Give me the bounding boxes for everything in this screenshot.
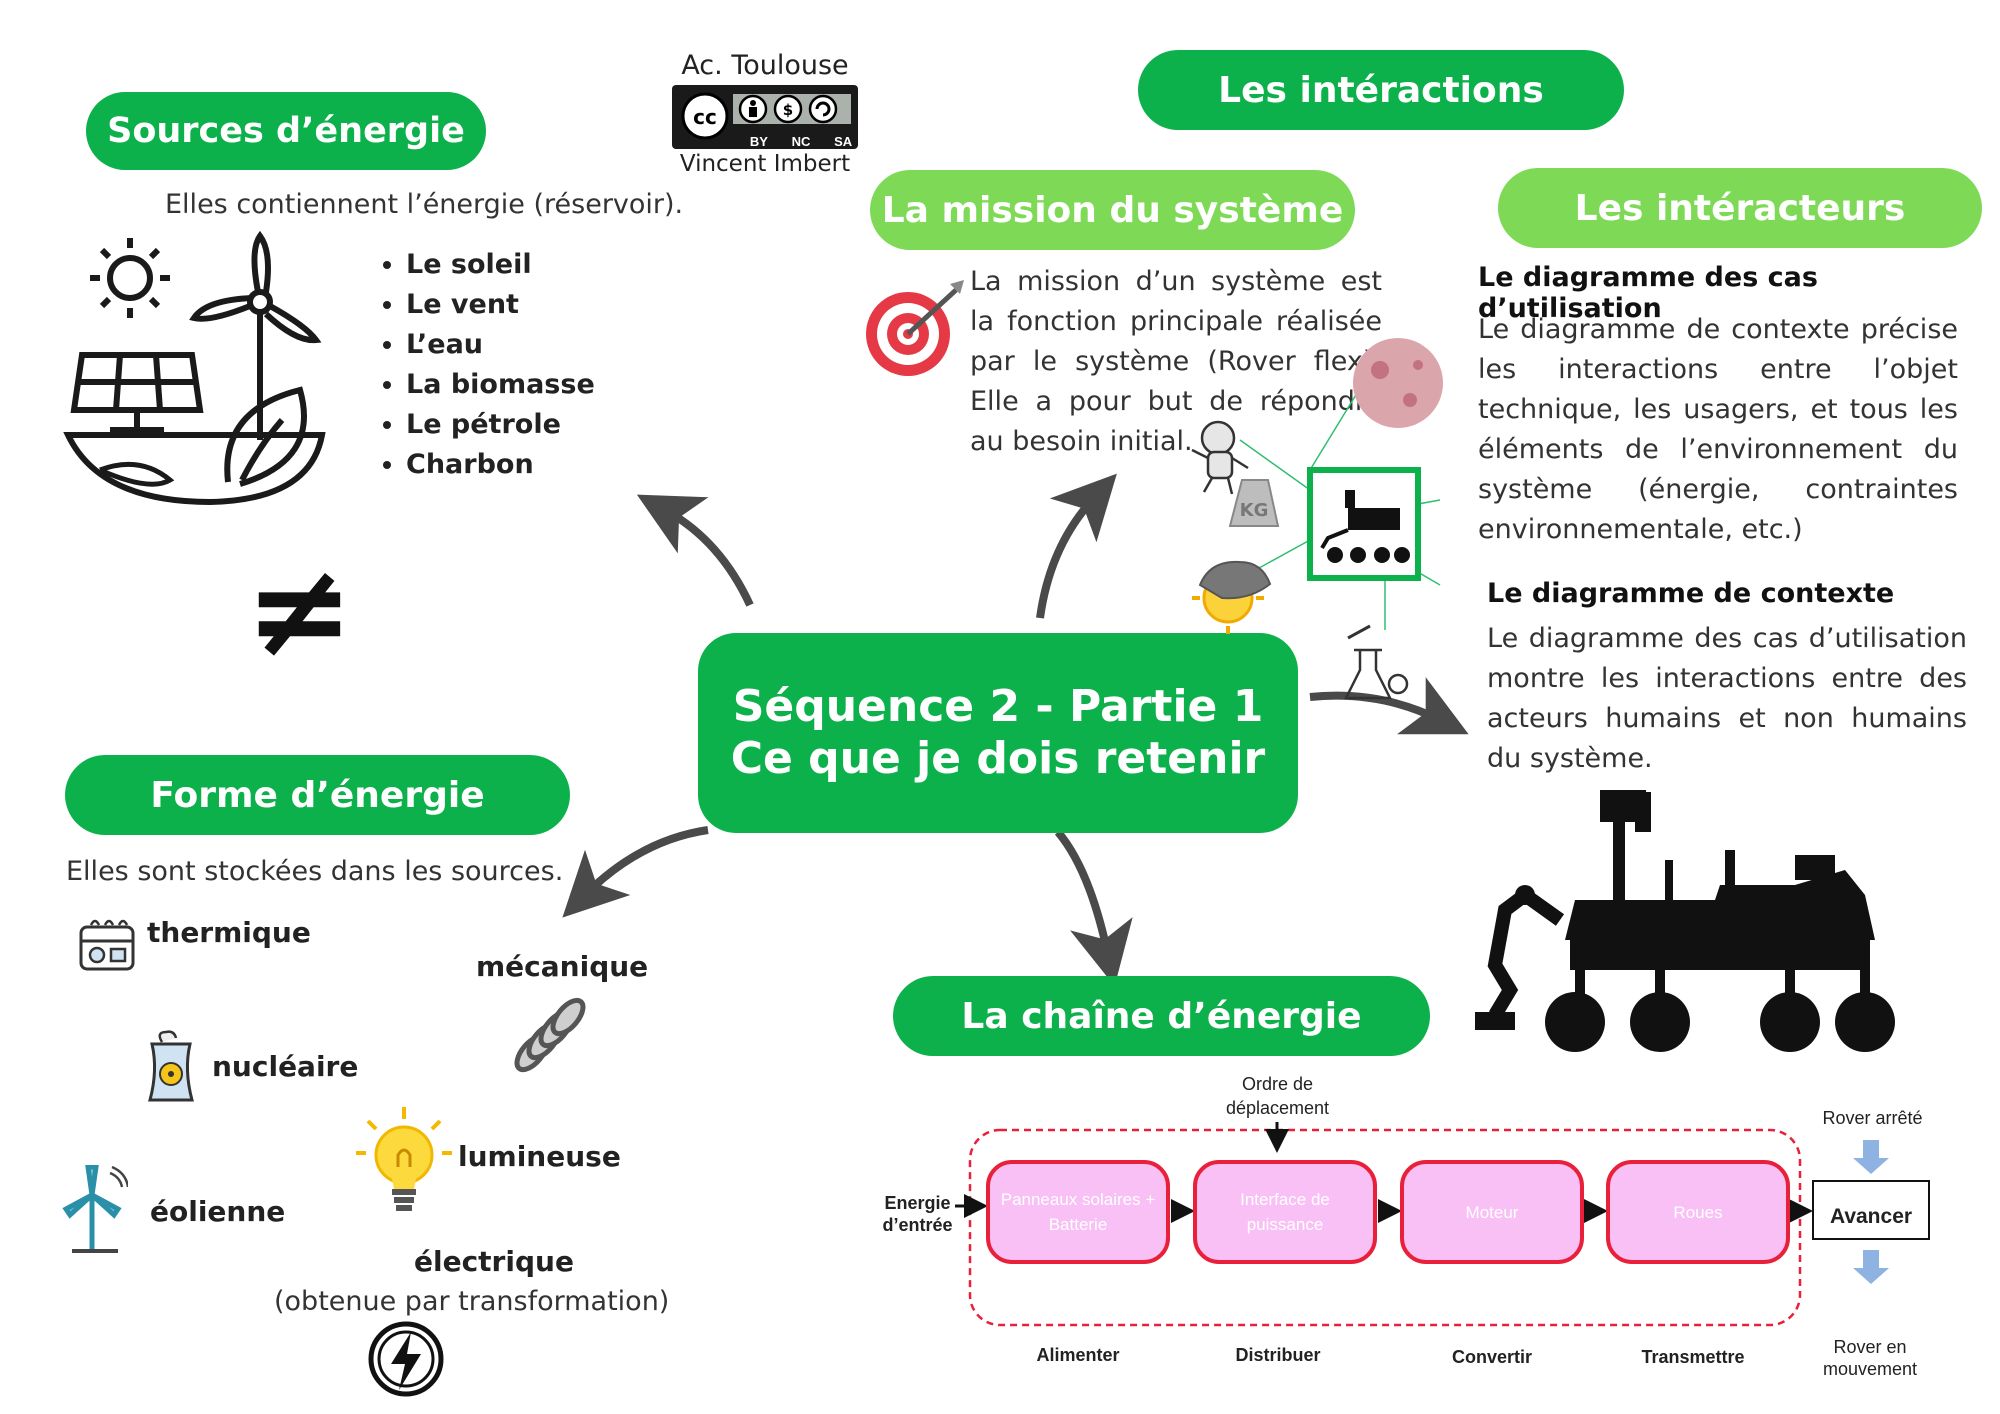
rock-icon [1198,560,1272,600]
form-electrique-note: (obtenue par transformation) [274,1286,670,1317]
source-item: L’eau [406,325,595,365]
sun-icon [90,238,170,318]
chain-function-transmettre: Transmettre [1641,1347,1745,1367]
credit-block: Ac. Toulouse cc $ BY NC SA Vincent Imber… [670,50,860,177]
arrow-to-forms [562,826,709,918]
lightning-icon [368,1321,444,1397]
source-item: Le vent [406,285,595,325]
turbine-icon [62,1165,128,1253]
interactors-heading1: Le diagramme des cas d’utilisation [1478,262,1818,324]
chain-order-label: Ordre de déplacement [1225,1074,1330,1118]
not-equal-sign: ≠ [245,534,354,686]
chain-box-convertir: Moteur [1400,1160,1584,1264]
forms-subtitle: Elles sont stockées dans les sources. [66,856,564,887]
wind-turbine-icon [189,230,322,440]
form-eolienne: éolienne [150,1195,286,1228]
center-title-line2: Ce que je dois retenir [730,733,1266,784]
renewable-energy-illustration [63,230,326,506]
forms-title: Forme d’énergie [65,755,570,835]
nuclear-plant-icon [148,1030,194,1102]
rover-silhouette-icon [1475,790,1895,1052]
chain-action-box: Avancer [1812,1180,1930,1240]
leaf-icon [224,386,307,487]
chain-box-alimenter: Panneaux solaires + Batterie [986,1160,1170,1264]
cc-license-icon: cc $ [676,89,854,145]
light-bulb-icon [356,1107,452,1211]
form-nucleaire: nucléaire [212,1050,359,1083]
chain-box-distribuer: Interface de puissance [1193,1160,1377,1264]
center-title-line1: Séquence 2 - Partie 1 [732,681,1264,732]
interactors-title: Les intéracteurs [1498,168,1982,248]
chain-input-label: Energie d’entrée [882,1193,953,1235]
source-item: La biomasse [406,365,595,405]
cc-parts: BY NC SA [678,134,864,149]
chain-state-after: Rover en mouvement [1822,1337,1918,1379]
interactors-text2: Le diagramme des cas d’utilisation montr… [1487,623,1967,774]
sources-list: Le soleil Le vent L’eau La biomasse Le p… [370,245,595,485]
svg-text:KG: KG [1240,500,1269,521]
target-icon [866,280,964,376]
arrow-to-sources [636,494,754,607]
thermometer-icon [79,919,135,971]
center-title-block: Séquence 2 - Partie 1 Ce que je dois ret… [698,633,1298,833]
interactors-heading2: Le diagramme de contexte [1487,578,1895,609]
cc-sa: SA [834,134,853,149]
solar-panel-icon [70,352,204,433]
rover-icon [1320,490,1410,563]
chain-function-convertir: Convertir [1451,1347,1532,1367]
form-thermique: thermique [147,916,311,949]
interactors-text1: Le diagramme de contexte précise les int… [1478,314,1958,545]
chain-function-distribuer: Distribuer [1235,1345,1321,1365]
ground-icon [63,432,326,506]
source-item: Charbon [406,445,595,485]
mission-text: La mission d’un système est la fonction … [970,266,1382,457]
lab-icon [1343,624,1409,700]
credit-org: Ac. Toulouse [681,50,849,81]
chain-function-alimenter: Alimenter [1036,1345,1120,1365]
chain-state-before: Rover arrêté [1822,1108,1923,1128]
credit-author: Vincent Imbert [679,151,851,177]
form-electrique: électrique [414,1245,574,1278]
cc-license-badge: cc $ [672,85,858,149]
arrow-to-mission [1036,473,1117,619]
chain-title: La chaîne d’énergie [893,976,1430,1056]
cc-by: BY [749,134,768,149]
weight-icon: KG [1228,479,1280,527]
mission-title: La mission du système [870,170,1355,250]
chain-box-transmettre: Roues [1606,1160,1790,1264]
moon-icon [1353,338,1443,428]
svg-text:cc: cc [693,105,717,129]
sources-subtitle: Elles contiennent l’énergie (réservoir). [165,189,684,220]
context-diagram-illustration: KG [1191,338,1443,700]
source-item: Le soleil [406,245,595,285]
cc-nc: NC [791,134,811,149]
spring-icon [514,997,586,1073]
source-item: Le pétrole [406,405,595,445]
interactions-title: Les intéractions [1138,50,1624,130]
sources-title: Sources d’énergie [86,92,486,170]
astronaut-icon [1191,420,1249,495]
arrow-to-chain [1054,829,1133,987]
form-lumineuse: lumineuse [458,1140,621,1173]
svg-text:$: $ [783,101,793,119]
form-mecanique: mécanique [476,950,649,983]
